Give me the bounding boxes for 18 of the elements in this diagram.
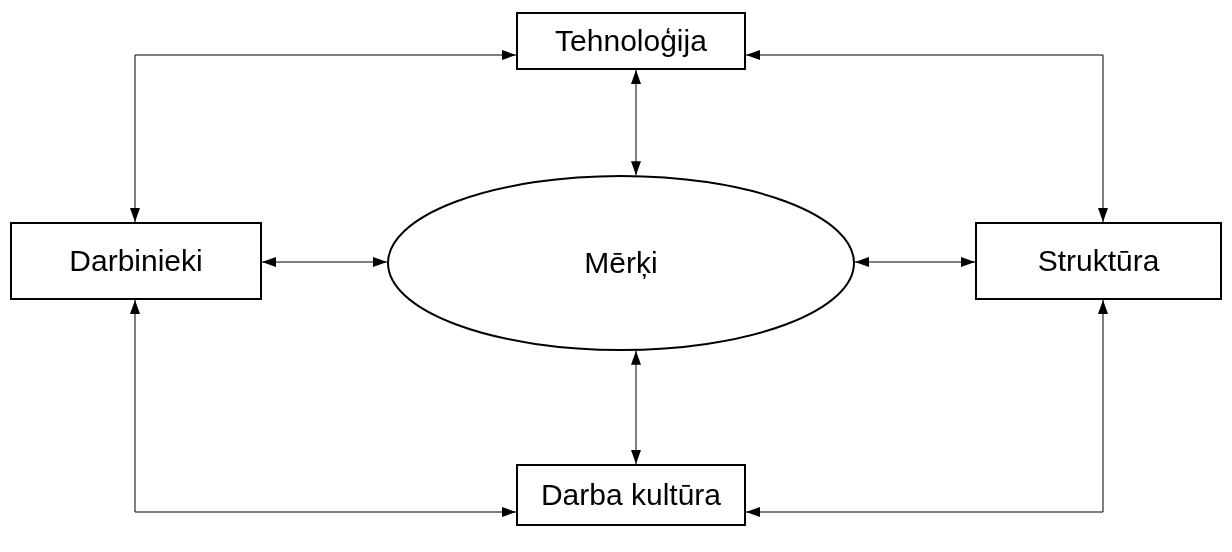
process-box <box>975 222 1222 300</box>
process-box <box>10 222 262 300</box>
arrow <box>130 50 517 223</box>
arrow <box>130 299 517 517</box>
arrow <box>745 50 1108 223</box>
node-label: Darbinieki <box>69 244 203 278</box>
goal-ellipse <box>387 175 855 351</box>
node-label: Mērķi <box>584 246 658 280</box>
arrow <box>261 257 388 267</box>
arrow <box>745 299 1108 517</box>
process-box <box>516 464 746 526</box>
arrow <box>631 350 641 465</box>
arrow <box>631 69 641 176</box>
process-box <box>516 12 746 70</box>
node-label: Struktūra <box>1037 244 1160 278</box>
node-label: Tehnoloģija <box>555 24 707 58</box>
node-label: Darba kultūra <box>540 478 722 512</box>
arrow <box>854 257 976 267</box>
